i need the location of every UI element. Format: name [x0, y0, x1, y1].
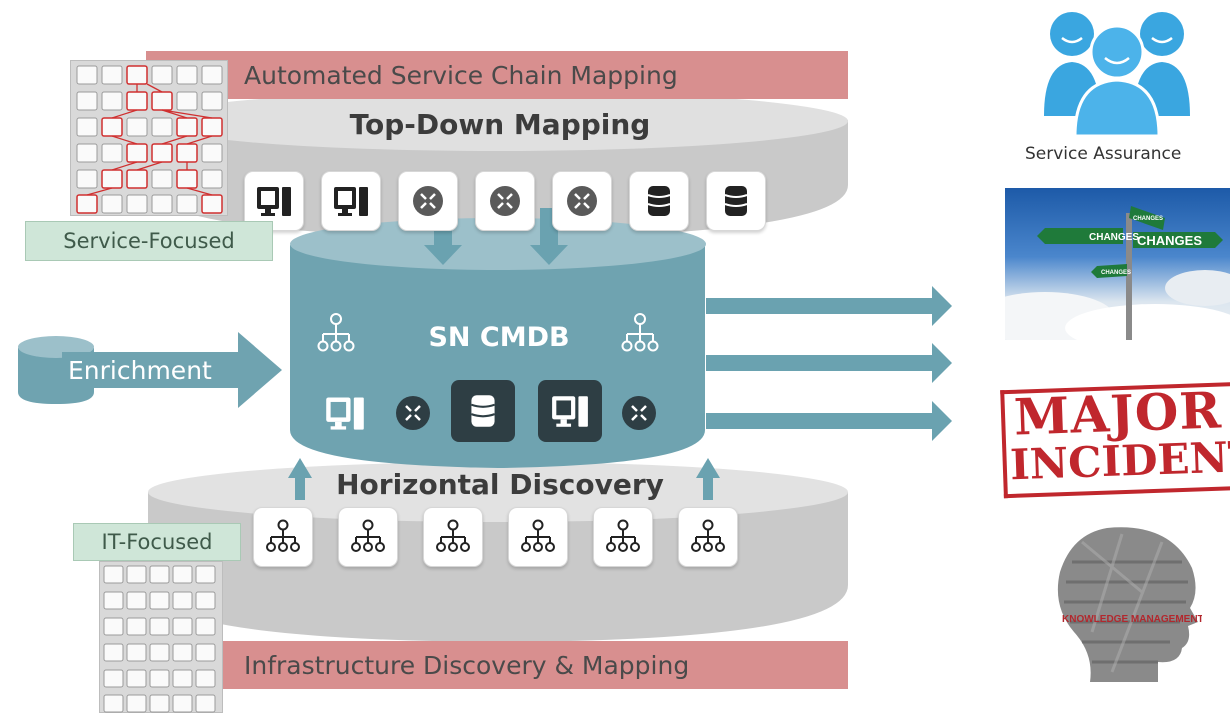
users-group-icon	[1044, 12, 1190, 136]
database-tile	[629, 171, 689, 231]
knowledge-head-illustration: KNOWLEDGE MANAGEMENT	[1057, 527, 1202, 682]
major-incident-stamp: MAJOR INCIDENT	[1000, 380, 1230, 499]
router-tile	[552, 171, 612, 231]
top-tile-row	[244, 171, 766, 231]
infrastructure-grid	[103, 565, 216, 713]
database-tile	[706, 171, 766, 231]
router-tile	[398, 171, 458, 231]
it-focused-label: IT-Focused	[73, 523, 241, 561]
hierarchy-icon	[436, 519, 470, 552]
signpost-illustration: CHANGES CHANGES CHANGES CHANGES	[1005, 206, 1230, 340]
bottom-cylinder-lid	[148, 462, 848, 522]
desktop-icon	[552, 396, 588, 427]
it-rack	[99, 561, 223, 713]
bottom-tile-row	[253, 507, 738, 567]
output-arrow-3	[706, 401, 952, 441]
bottom-cylinder-title: Horizontal Discovery	[336, 468, 664, 501]
down-arrow-2	[530, 208, 568, 265]
hierarchy-icon	[621, 313, 659, 352]
cmdb-cylinder-lid	[290, 218, 706, 270]
top-cylinder-title: Top-Down Mapping	[349, 108, 651, 141]
desktop-icon	[334, 187, 368, 216]
hierarchy-icon	[606, 519, 640, 552]
bottom-banner-label: Infrastructure Discovery & Mapping	[244, 650, 690, 680]
knowledge-text: KNOWLEDGE MANAGEMENT	[1062, 614, 1202, 625]
service-focused-label: Service-Focused	[25, 221, 273, 261]
hierarchy-tile	[508, 507, 568, 567]
service-assurance-label: Service Assurance	[1025, 144, 1182, 164]
router-icon	[567, 186, 597, 216]
cmdb-desktop-tile	[538, 380, 602, 442]
service-chain-map	[76, 65, 223, 214]
hierarchy-icon	[266, 519, 300, 552]
cmdb-database-tile	[451, 380, 515, 442]
changes-sign-4: CHANGES	[1101, 270, 1131, 276]
router-icon	[622, 396, 656, 430]
database-icon	[647, 186, 671, 216]
database-icon	[724, 186, 748, 216]
changes-sign-2: CHANGES	[1137, 233, 1202, 248]
router-icon	[413, 186, 443, 216]
top-banner: Automated Service Chain Mapping	[146, 51, 848, 99]
enrichment-label: Enrichment	[68, 356, 212, 385]
bottom-cylinder-body	[148, 492, 848, 642]
desktop-icon	[326, 397, 364, 430]
enrichment-arrow	[62, 332, 282, 408]
changes-photo: CHANGES CHANGES CHANGES CHANGES	[1005, 188, 1230, 340]
hierarchy-icon	[351, 519, 385, 552]
changes-sign-3: CHANGES	[1133, 216, 1163, 222]
router-tile	[475, 171, 535, 231]
hierarchy-icon	[317, 313, 355, 352]
hierarchy-icon	[691, 519, 725, 552]
service-rack	[70, 60, 228, 216]
router-icon	[396, 396, 430, 430]
desktop-tile	[321, 171, 381, 231]
hierarchy-tile	[423, 507, 483, 567]
hierarchy-tile	[338, 507, 398, 567]
hierarchy-tile	[593, 507, 653, 567]
cmdb-title: SN CMDB	[428, 322, 570, 353]
top-cylinder-lid	[148, 91, 848, 151]
up-arrow-2	[696, 458, 720, 500]
router-icon	[490, 186, 520, 216]
hierarchy-tile	[253, 507, 313, 567]
desktop-icon	[257, 187, 291, 216]
output-arrow-2	[706, 343, 952, 383]
hierarchy-tile	[678, 507, 738, 567]
down-arrow-1	[424, 208, 462, 265]
hierarchy-icon	[521, 519, 555, 552]
changes-sign-1: CHANGES	[1089, 232, 1139, 243]
incident-text: INCIDENT	[1009, 431, 1230, 490]
output-arrow-1	[706, 286, 952, 326]
top-banner-label: Automated Service Chain Mapping	[244, 60, 678, 90]
database-icon	[471, 395, 495, 427]
bottom-banner: Infrastructure Discovery & Mapping	[146, 641, 848, 689]
